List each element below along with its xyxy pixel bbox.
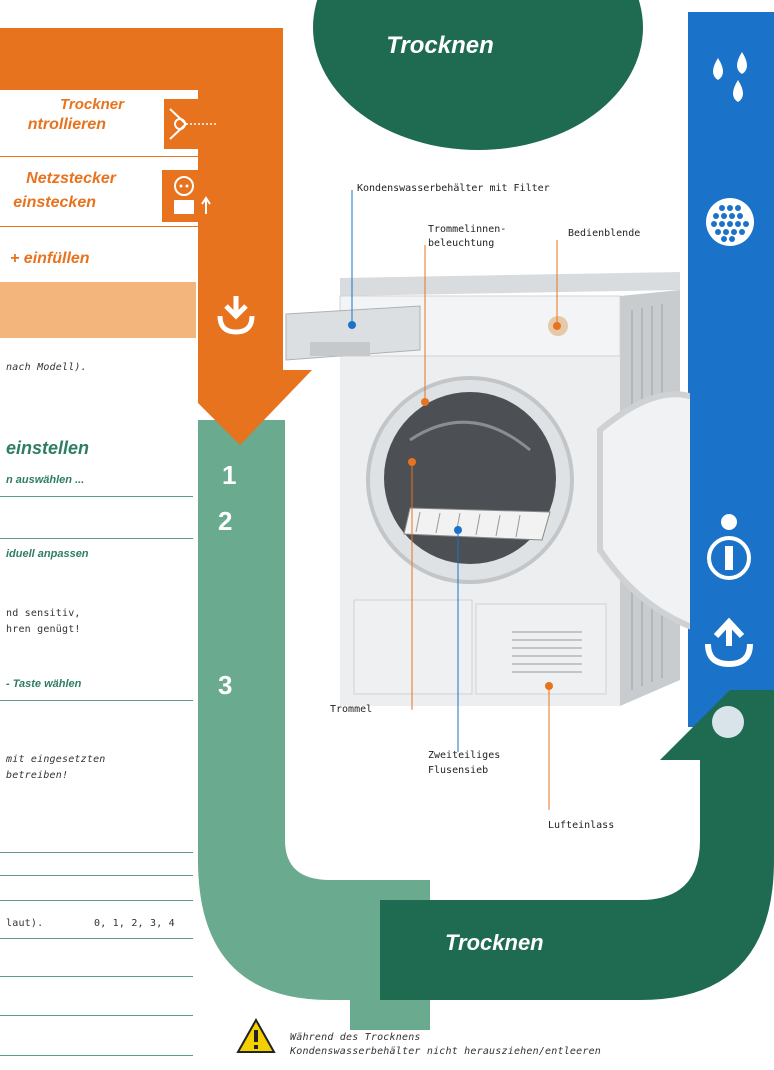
title-top: Trocknen bbox=[386, 32, 494, 59]
eye-icon-svg bbox=[169, 108, 216, 140]
label-panel: Bedienblende bbox=[568, 228, 641, 239]
label-drum: Trommel bbox=[330, 704, 373, 715]
warning-icon bbox=[236, 1017, 276, 1059]
divider-6 bbox=[0, 900, 193, 901]
label-lint-1: Zweiteiliges bbox=[428, 750, 501, 761]
section-title: einstellen bbox=[6, 438, 90, 458]
divider-9 bbox=[0, 1015, 193, 1016]
label-condenser: Kondenswasserbehälter mit Filter bbox=[357, 183, 550, 194]
drawer-handle bbox=[310, 342, 370, 356]
label-air: Lufteinlass bbox=[548, 820, 615, 831]
label-drum-light-2: beleuchtung bbox=[428, 238, 495, 249]
title-bottom: Trocknen bbox=[445, 930, 544, 955]
divider-7 bbox=[0, 938, 193, 939]
eye-icon bbox=[164, 99, 216, 149]
kick-plate-left bbox=[353, 599, 473, 695]
drum-highlight bbox=[409, 420, 531, 452]
lint-filter bbox=[403, 507, 551, 541]
label-drum-light-1: Trommelinnen- bbox=[428, 224, 507, 235]
dot-air bbox=[545, 682, 553, 690]
filter-icon bbox=[702, 194, 758, 255]
step-plug-line2: einstecken bbox=[13, 194, 96, 211]
dark-green-flow-path bbox=[380, 690, 774, 1000]
step-fill-card bbox=[0, 228, 198, 280]
label-lint-2: Flusensieb bbox=[428, 765, 489, 776]
divider-3 bbox=[0, 700, 193, 701]
dot-panel bbox=[553, 322, 561, 330]
step-plug-line1: Netzstecker bbox=[26, 170, 116, 187]
step-number-1: 1 bbox=[222, 460, 237, 490]
sensitive-1: nd sensitiv, bbox=[6, 608, 81, 619]
plug-icon bbox=[162, 170, 214, 222]
dot-lint bbox=[454, 526, 462, 534]
warning-line1: Während des Trocknens bbox=[290, 1032, 421, 1043]
step-number-3: 3 bbox=[218, 670, 233, 700]
divider-4 bbox=[0, 852, 193, 853]
dot-condenser bbox=[348, 321, 356, 329]
green-flow-path bbox=[198, 420, 430, 1000]
step-fill-text: + einfüllen bbox=[10, 250, 90, 267]
sensitive-2: hren genügt! bbox=[6, 624, 81, 635]
blue-sidebar bbox=[688, 12, 774, 727]
divider-10 bbox=[0, 1055, 193, 1056]
key-select: - Taste wählen bbox=[6, 678, 82, 690]
grey-dot-icon bbox=[712, 706, 744, 738]
upload-icon bbox=[704, 616, 754, 673]
dryer-illustration bbox=[285, 272, 690, 706]
loud-values: 0, 1, 2, 3, 4 bbox=[94, 918, 175, 929]
warning-line2: Kondenswasserbehälter nicht herausziehen… bbox=[290, 1046, 602, 1057]
water-drops-icon bbox=[700, 48, 764, 113]
orange-flow-path bbox=[0, 28, 312, 445]
sub-select: n auswählen ... bbox=[6, 474, 85, 486]
divider-8 bbox=[0, 976, 193, 977]
filter-1: mit eingesetzten bbox=[6, 754, 106, 765]
divider-5 bbox=[0, 875, 193, 876]
step-number-2: 2 bbox=[218, 506, 233, 536]
orange-light-bar bbox=[0, 282, 196, 338]
dot-drum bbox=[408, 458, 416, 466]
note-model: nach Modell). bbox=[6, 362, 87, 373]
open-door bbox=[597, 391, 690, 630]
step-check-line2: ntrollieren bbox=[27, 116, 106, 133]
sub-adjust: iduell anpassen bbox=[6, 548, 89, 560]
filter-2: betreiben! bbox=[6, 770, 69, 781]
info-icon bbox=[704, 512, 754, 587]
dot-light bbox=[421, 398, 429, 406]
divider-1 bbox=[0, 496, 193, 497]
download-icon bbox=[214, 292, 258, 341]
divider-2 bbox=[0, 538, 193, 539]
left-lower-white bbox=[0, 860, 195, 1070]
loud-label: laut). bbox=[6, 918, 44, 929]
plug-icon-svg bbox=[174, 176, 211, 214]
